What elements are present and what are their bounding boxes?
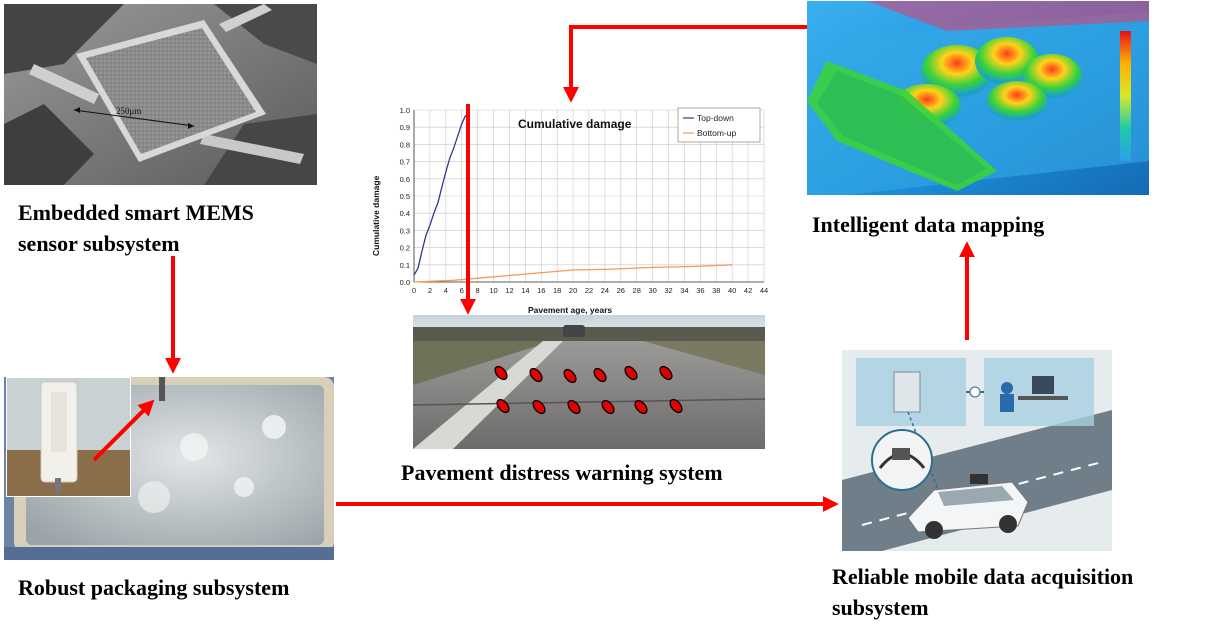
chart-x-tick-label: 14 bbox=[521, 286, 529, 295]
distress-marker bbox=[532, 399, 546, 415]
distress-marker bbox=[624, 365, 638, 381]
distress-marker bbox=[563, 368, 577, 384]
distress-marker bbox=[634, 399, 648, 415]
warning-caption: Pavement distress warning system bbox=[401, 460, 723, 485]
chart-legend: Top-down Bottom-up bbox=[677, 107, 761, 143]
chart-y-tick-label: 0.6 bbox=[400, 175, 410, 184]
distress-marker bbox=[669, 398, 683, 414]
chart-y-axis-label: Cumulative damage bbox=[371, 175, 381, 256]
distress-marker bbox=[593, 367, 607, 383]
chart-series-line-top-down bbox=[413, 114, 467, 276]
distress-marker bbox=[494, 365, 508, 381]
sensor-package-inset-photo bbox=[6, 377, 131, 497]
chart-x-tick-label: 10 bbox=[489, 286, 497, 295]
data-mapping-image bbox=[807, 1, 1149, 195]
chart-title: Cumulative damage bbox=[518, 117, 632, 131]
chart-y-tick-label: 1.0 bbox=[400, 106, 410, 115]
chart-x-tick-label: 22 bbox=[585, 286, 593, 295]
mems-caption: Embedded smart MEMS sensor subsystem bbox=[18, 200, 254, 256]
chart-x-tick-label: 16 bbox=[537, 286, 545, 295]
distress-marker bbox=[659, 365, 673, 381]
chart-y-tick-label: 0.1 bbox=[400, 261, 410, 270]
chart-x-tick-label: 38 bbox=[712, 286, 720, 295]
chart-x-tick-label: 32 bbox=[664, 286, 672, 295]
chart-x-tick-label: 44 bbox=[760, 286, 768, 295]
chart-y-tick-label: 0.5 bbox=[400, 192, 410, 201]
chart-x-tick-label: 8 bbox=[476, 286, 480, 295]
chart-x-tick-label: 18 bbox=[553, 286, 561, 295]
mapping-caption: Intelligent data mapping bbox=[812, 212, 1045, 237]
chart-y-tick-label: 0.0 bbox=[400, 278, 410, 287]
chart-x-tick-label: 0 bbox=[412, 286, 416, 295]
chart-y-tick-label: 0.7 bbox=[400, 158, 410, 167]
chart-x-tick-label: 24 bbox=[601, 286, 609, 295]
chart-x-tick-label: 30 bbox=[648, 286, 656, 295]
chart-y-tick-label: 0.2 bbox=[400, 244, 410, 253]
chart-y-tick-label: 0.9 bbox=[400, 123, 410, 132]
chart-x-tick-label: 40 bbox=[728, 286, 736, 295]
chart-axes bbox=[413, 110, 764, 283]
chart-x-axis-label: Pavement age, years bbox=[528, 305, 612, 315]
acquisition-caption: Reliable mobile data acquisition subsyst… bbox=[832, 564, 1134, 620]
chart-x-tick-label: 28 bbox=[633, 286, 641, 295]
pavement-photo bbox=[413, 315, 765, 449]
chart-x-tick-label: 12 bbox=[505, 286, 513, 295]
chart-x-tick-label: 42 bbox=[744, 286, 752, 295]
distress-marker bbox=[567, 399, 581, 415]
legend-bottom-up: Bottom-up bbox=[697, 128, 736, 138]
sem-scale-label: 250μm bbox=[116, 106, 141, 116]
chart-x-tick-label: 26 bbox=[617, 286, 625, 295]
arrow-mapping-to-chart bbox=[563, 25, 807, 103]
chart-y-tick-label: 0.8 bbox=[400, 140, 410, 149]
mobile-acquisition-illustration bbox=[842, 350, 1112, 551]
chart-y-tick-label: 0.4 bbox=[400, 209, 410, 218]
distress-markers bbox=[494, 365, 683, 415]
chart-x-tick-label: 36 bbox=[696, 286, 704, 295]
distress-marker bbox=[601, 399, 615, 415]
chart-x-tick-label: 2 bbox=[428, 286, 432, 295]
chart-y-tick-label: 0.3 bbox=[400, 226, 410, 235]
packaging-caption: Robust packaging subsystem bbox=[18, 575, 290, 600]
chart-x-tick-label: 34 bbox=[680, 286, 688, 295]
legend-top-down: Top-down bbox=[697, 113, 734, 123]
distress-marker bbox=[529, 367, 543, 383]
chart-x-tick-label: 20 bbox=[569, 286, 577, 295]
chart-x-tick-label: 4 bbox=[444, 286, 448, 295]
distress-marker bbox=[496, 398, 510, 414]
mems-sem-image: 250μm bbox=[4, 4, 317, 185]
chart-x-tick-label: 6 bbox=[460, 286, 464, 295]
